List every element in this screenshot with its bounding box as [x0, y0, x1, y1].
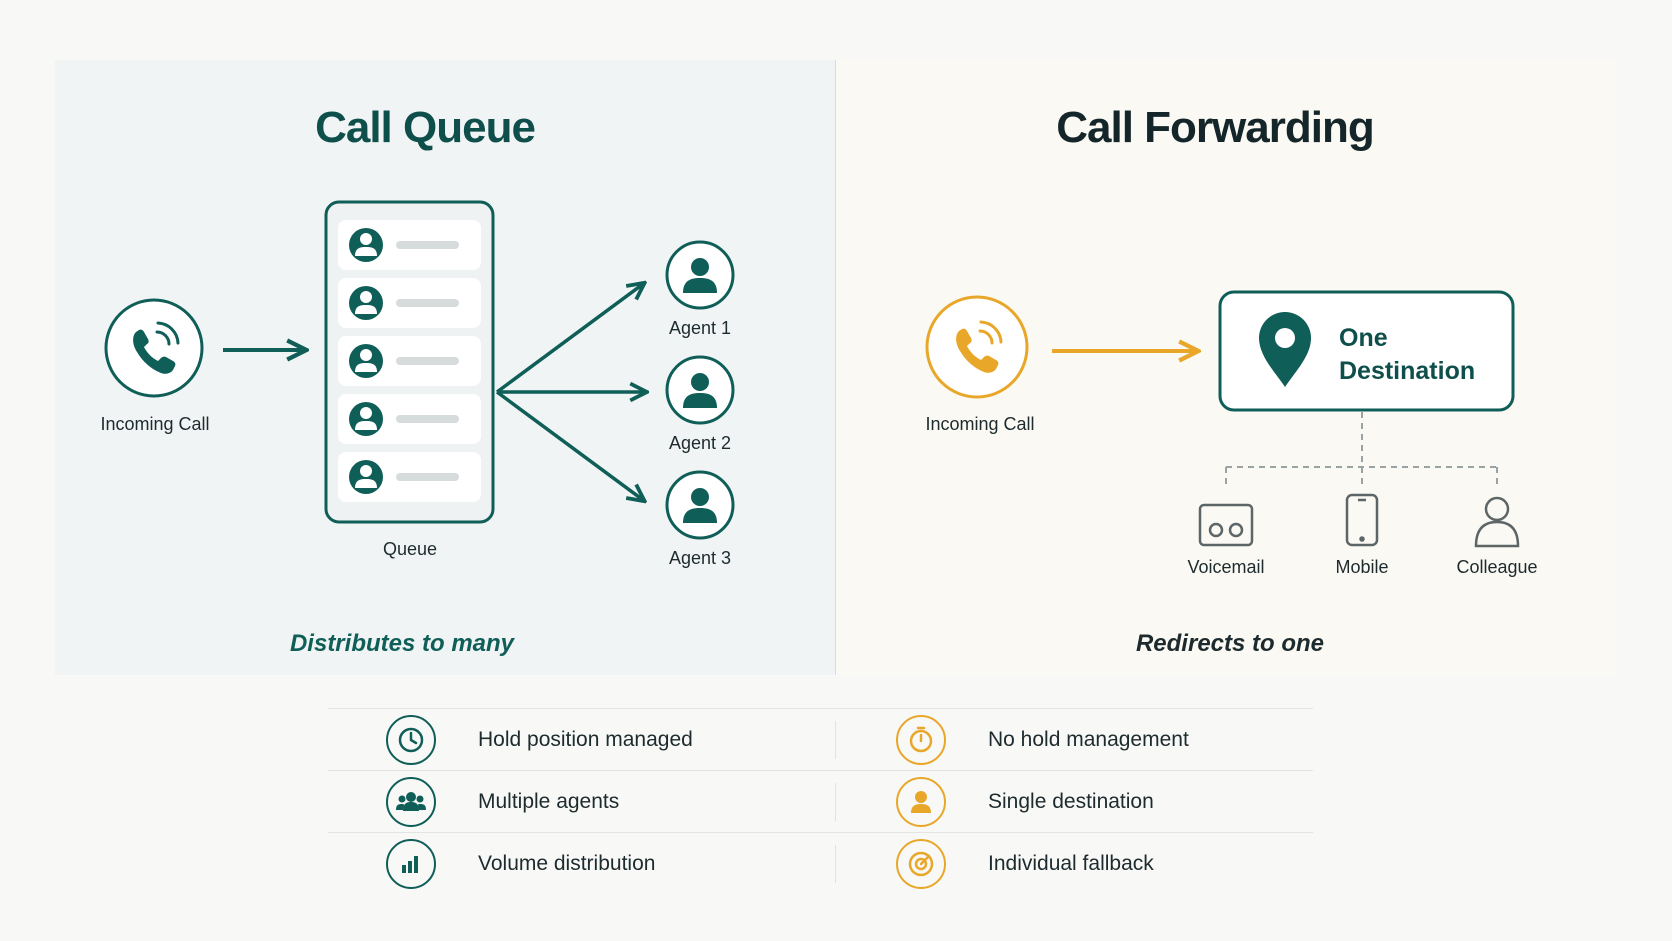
caller-avatar-icon [349, 286, 383, 320]
option-colleague: Colleague [1456, 557, 1537, 577]
queue-slot [338, 394, 481, 444]
incoming-call-label-left: Incoming Call [100, 414, 209, 434]
comparison-row: Hold position managed No hold management [328, 708, 1313, 770]
comparison-right-text: Individual fallback [988, 851, 1154, 875]
caller-avatar-icon [349, 344, 383, 378]
agent-1: Agent 1 [665, 240, 735, 338]
destination-box: One Destination [1218, 290, 1515, 412]
queue-slot [338, 452, 481, 502]
agent-label: Agent 2 [669, 433, 731, 453]
fallback-tree [1225, 412, 1498, 488]
incoming-call-label-right: Incoming Call [925, 414, 1034, 434]
agent-label: Agent 1 [669, 318, 731, 338]
queue-slot [338, 336, 481, 386]
agent-3: Agent 3 [665, 470, 735, 568]
destination-line-2: Destination [1339, 357, 1475, 385]
caller-avatar-icon [349, 228, 383, 262]
caller-avatar-icon [349, 402, 383, 436]
call-queue-title: Call Queue [315, 103, 536, 152]
call-forwarding-tagline: Redirects to one [1135, 630, 1325, 657]
option-mobile: Mobile [1335, 557, 1388, 577]
arrow-to-agent-1 [495, 284, 643, 394]
incoming-call-node-right [925, 295, 1029, 399]
agent-icon [683, 258, 717, 293]
target-icon [896, 838, 946, 889]
queue-slots [338, 220, 481, 502]
comparison-left-text: Multiple agents [478, 789, 620, 813]
agents: Agent 1 Agent 2 Agent 3 [665, 240, 735, 568]
call-queue-tagline: Distributes to many [289, 630, 515, 657]
bar-chart-icon [386, 838, 436, 889]
queue-slot [338, 220, 481, 270]
colleague-icon [1474, 496, 1520, 548]
agent-label: Agent 3 [669, 548, 731, 568]
comparison-row: Volume distribution Individual fallback [328, 832, 1313, 894]
location-pin-icon [1259, 312, 1311, 387]
destination-line-1: One [1339, 324, 1388, 352]
stopwatch-icon [896, 714, 946, 765]
clock-icon [386, 714, 436, 765]
mobile-icon [1345, 493, 1379, 547]
option-voicemail: Voicemail [1187, 557, 1264, 577]
comparison-right-text: No hold management [988, 727, 1189, 751]
comparison-left-text: Volume distribution [478, 851, 656, 875]
phone-icon [133, 321, 180, 374]
comparison-row: Multiple agents Single destination [328, 770, 1313, 832]
voicemail-icon [1198, 503, 1254, 547]
queue-slot [338, 278, 481, 328]
call-forwarding-title: Call Forwarding [1056, 103, 1374, 152]
agent-icon [683, 373, 717, 408]
queue-label: Queue [383, 539, 437, 559]
incoming-call-node-left [104, 298, 204, 398]
group-icon [386, 776, 436, 827]
panel-divider [835, 60, 836, 675]
agent-2: Agent 2 [665, 355, 735, 453]
agent-icon [683, 488, 717, 523]
arrow-to-agent-3 [495, 390, 643, 500]
comparison-table: Hold position managed No hold management… [328, 708, 1313, 894]
phone-icon [956, 320, 1003, 373]
caller-avatar-icon [349, 460, 383, 494]
comparison-left-text: Hold position managed [478, 727, 693, 751]
user-icon [896, 776, 946, 827]
comparison-right-text: Single destination [988, 789, 1154, 813]
